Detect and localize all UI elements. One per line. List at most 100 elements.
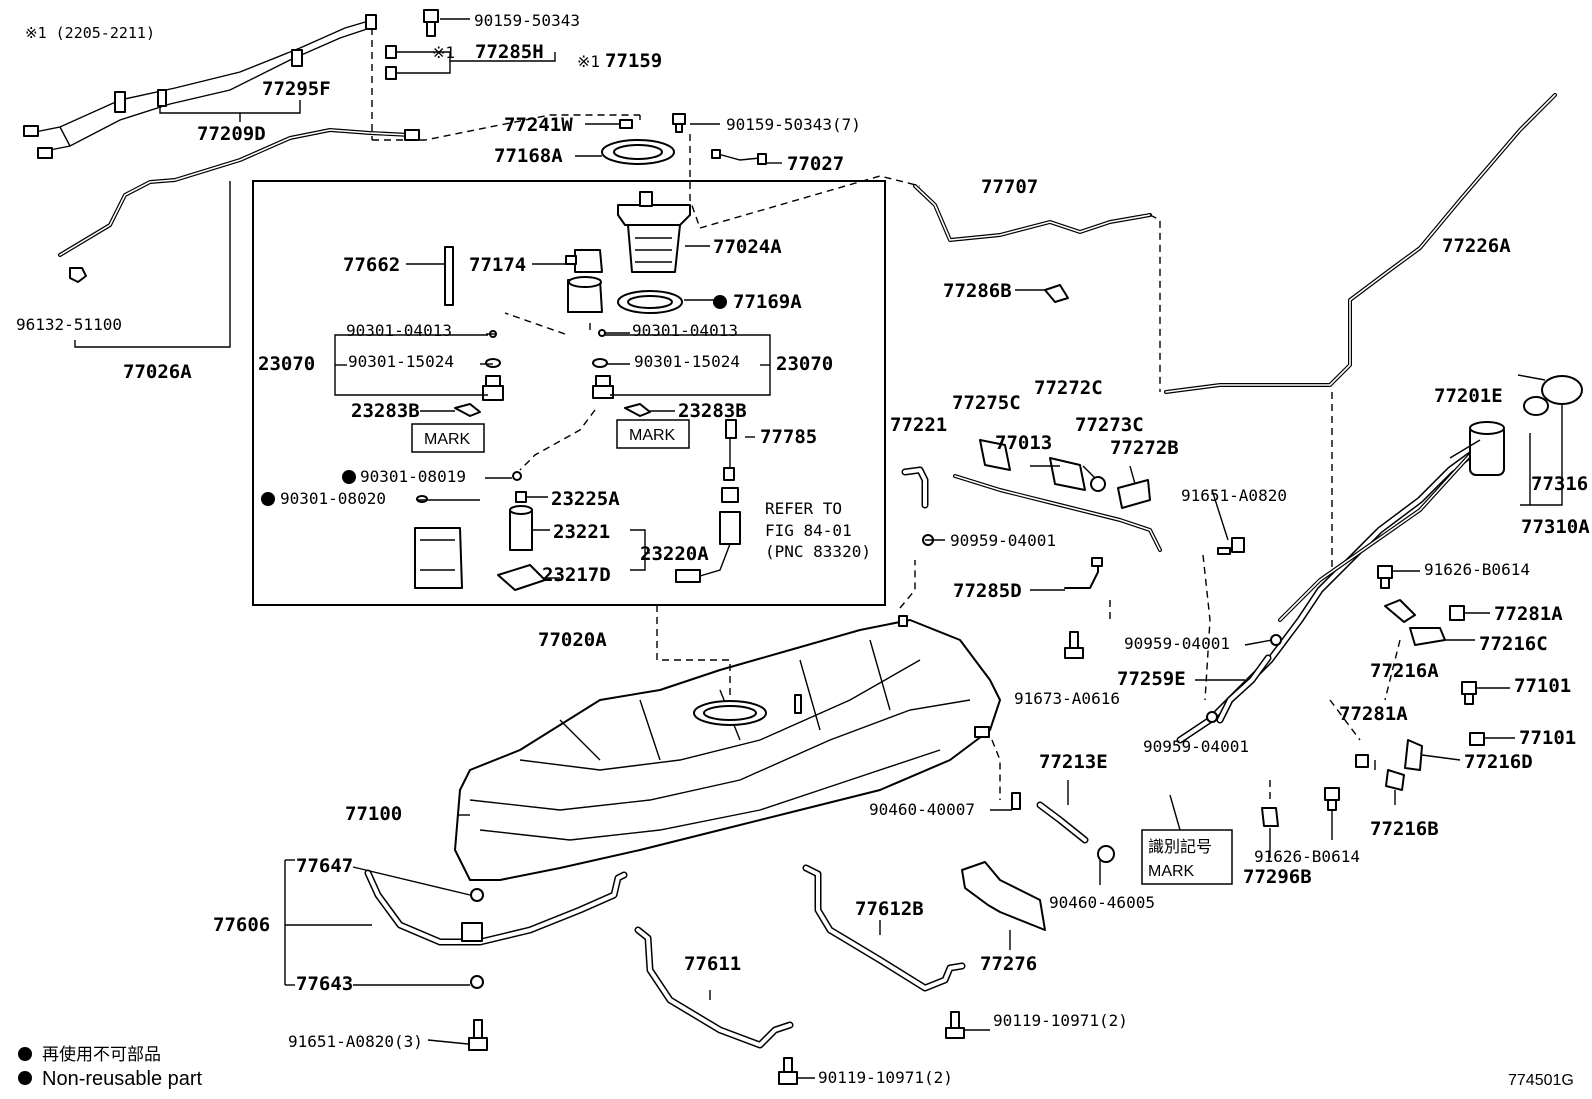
bracket-77216D (1404, 739, 1423, 771)
regulator-left (482, 375, 504, 401)
label-77216B: 77216B (1370, 818, 1439, 840)
label-star1-b: ※1 (577, 52, 600, 71)
label-77221: 77221 (890, 414, 947, 436)
clamp-77286B (1044, 284, 1069, 303)
label-77101-a: 77101 (1514, 675, 1571, 697)
bracket-77285D (1064, 557, 1103, 589)
gasket-77169A (617, 290, 683, 314)
label-77275C: 77275C (952, 392, 1021, 414)
regulator-right (592, 375, 614, 399)
label-77168A: 77168A (494, 145, 563, 167)
gasket-77241W (619, 119, 633, 129)
label-77020A: 77020A (538, 629, 607, 651)
holder-77174 (565, 249, 603, 273)
refer-line2: FIG 84-01 (765, 521, 852, 540)
id-mark-jp: 識別記号 (1148, 837, 1212, 856)
mark-tag-right-box (616, 419, 690, 449)
label-23283B-right: 23283B (678, 400, 747, 422)
bolt-90119-10971-a (945, 1011, 965, 1039)
label-90460-46005: 90460-46005 (1049, 893, 1155, 912)
vent-tube-77226A (1164, 93, 1557, 394)
clip-90959-04001-b (1270, 634, 1282, 646)
bolt-91651-A0820-3 (468, 1019, 488, 1051)
o-ring-90301-15024-right (592, 358, 608, 368)
label-23225A: 23225A (551, 488, 620, 510)
label-77285H: 77285H (475, 41, 544, 63)
clip-90460-40007 (1011, 792, 1021, 810)
label-91673-A0616: 91673-A0616 (1014, 689, 1120, 708)
fuel-filter-23070 (567, 276, 603, 313)
pump-motor-23221 (509, 505, 533, 551)
label-23070-left: 23070 (258, 353, 315, 375)
mark-tag-right: MARK (629, 427, 676, 444)
nut-77273C (1090, 476, 1106, 492)
tank-band-77606 (364, 869, 628, 946)
label-90119-10971-2a: 90119-10971(2) (993, 1011, 1128, 1030)
label-77026A: 77026A (123, 361, 192, 383)
label-77286B: 77286B (943, 280, 1012, 302)
filter-23225A (515, 491, 527, 503)
label-77296B: 77296B (1243, 866, 1312, 888)
clip-77281A-b (1355, 754, 1369, 768)
label-77310A: 77310A (1521, 516, 1590, 538)
connector-77285H (385, 45, 430, 80)
label-91626-B0614-a: 91626-B0614 (1424, 560, 1530, 579)
clip-96132-51100 (69, 267, 87, 283)
label-77159: 77159 (605, 50, 662, 72)
label-90959-04001-b: 90959-04001 (1124, 634, 1230, 653)
label-77281A-b: 77281A (1339, 703, 1408, 725)
label-90460-40007: 90460-40007 (869, 800, 975, 819)
label-77276: 77276 (980, 953, 1037, 975)
bolt-91673-A0616 (1064, 631, 1084, 659)
bolt-77101-b (1469, 732, 1485, 746)
id-mark-en: MARK (1148, 863, 1195, 880)
grommet-77272C (1049, 457, 1086, 491)
clamp-90460-46005 (1097, 845, 1115, 863)
sensor-wire-77027 (711, 149, 767, 165)
label-77647: 77647 (296, 855, 353, 877)
o-ring-90301-08020 (416, 495, 428, 503)
clip-23283B-right (624, 403, 651, 417)
label-star1-a: ※1 (432, 43, 455, 62)
label-77013: 77013 (995, 432, 1052, 454)
label-77024A: 77024A (713, 236, 782, 258)
label-96132-51100: 96132-51100 (16, 315, 122, 334)
label-77611: 77611 (684, 953, 741, 975)
label-77707: 77707 (981, 176, 1038, 198)
hose-77213E (1036, 801, 1089, 844)
label-90159-50343-7: 90159-50343(7) (726, 115, 861, 134)
label-77213E: 77213E (1039, 751, 1108, 773)
label-77100: 77100 (345, 803, 402, 825)
label-90959-04001-c: 90959-04001 (1143, 737, 1249, 756)
label-90301-04013-left: 90301-04013 (346, 321, 452, 340)
bolt-90159-50343-top (423, 9, 439, 37)
label-77174: 77174 (469, 254, 526, 276)
non-reusable-dot-90301-08019 (342, 470, 356, 484)
bolt-91651-A0820 (1217, 537, 1245, 555)
id-mark-tag-box (1141, 829, 1233, 885)
o-ring-90301-15024-left (485, 358, 501, 368)
label-90301-15024-left: 90301-15024 (348, 352, 454, 371)
cap-77272B (1117, 479, 1151, 509)
label-23221: 23221 (553, 521, 610, 543)
label-77295F: 77295F (262, 78, 331, 100)
label-77316: 77316 (1531, 473, 1588, 495)
clip-77281A-a (1449, 605, 1465, 621)
label-77281A-a: 77281A (1494, 603, 1563, 625)
label-77606: 77606 (213, 914, 270, 936)
label-77643: 77643 (296, 973, 353, 995)
washer-77647 (470, 888, 484, 902)
label-77169A: 77169A (733, 291, 802, 313)
label-90301-08019: 90301-08019 (360, 467, 466, 486)
filter-23217D (497, 564, 546, 591)
leader-lines (74, 18, 1563, 1079)
o-ring-90301-08019 (512, 471, 522, 481)
fuel-pump-assembly-frame (252, 180, 886, 606)
legend-en: Non-reusable part (42, 1068, 203, 1090)
mark-tag-left: MARK (424, 431, 471, 448)
bolt-90159-50343-7 (672, 113, 686, 133)
legend-jp: 再使用不可部品 (42, 1044, 161, 1065)
label-77285D: 77285D (953, 580, 1022, 602)
label-77216C: 77216C (1479, 633, 1548, 655)
